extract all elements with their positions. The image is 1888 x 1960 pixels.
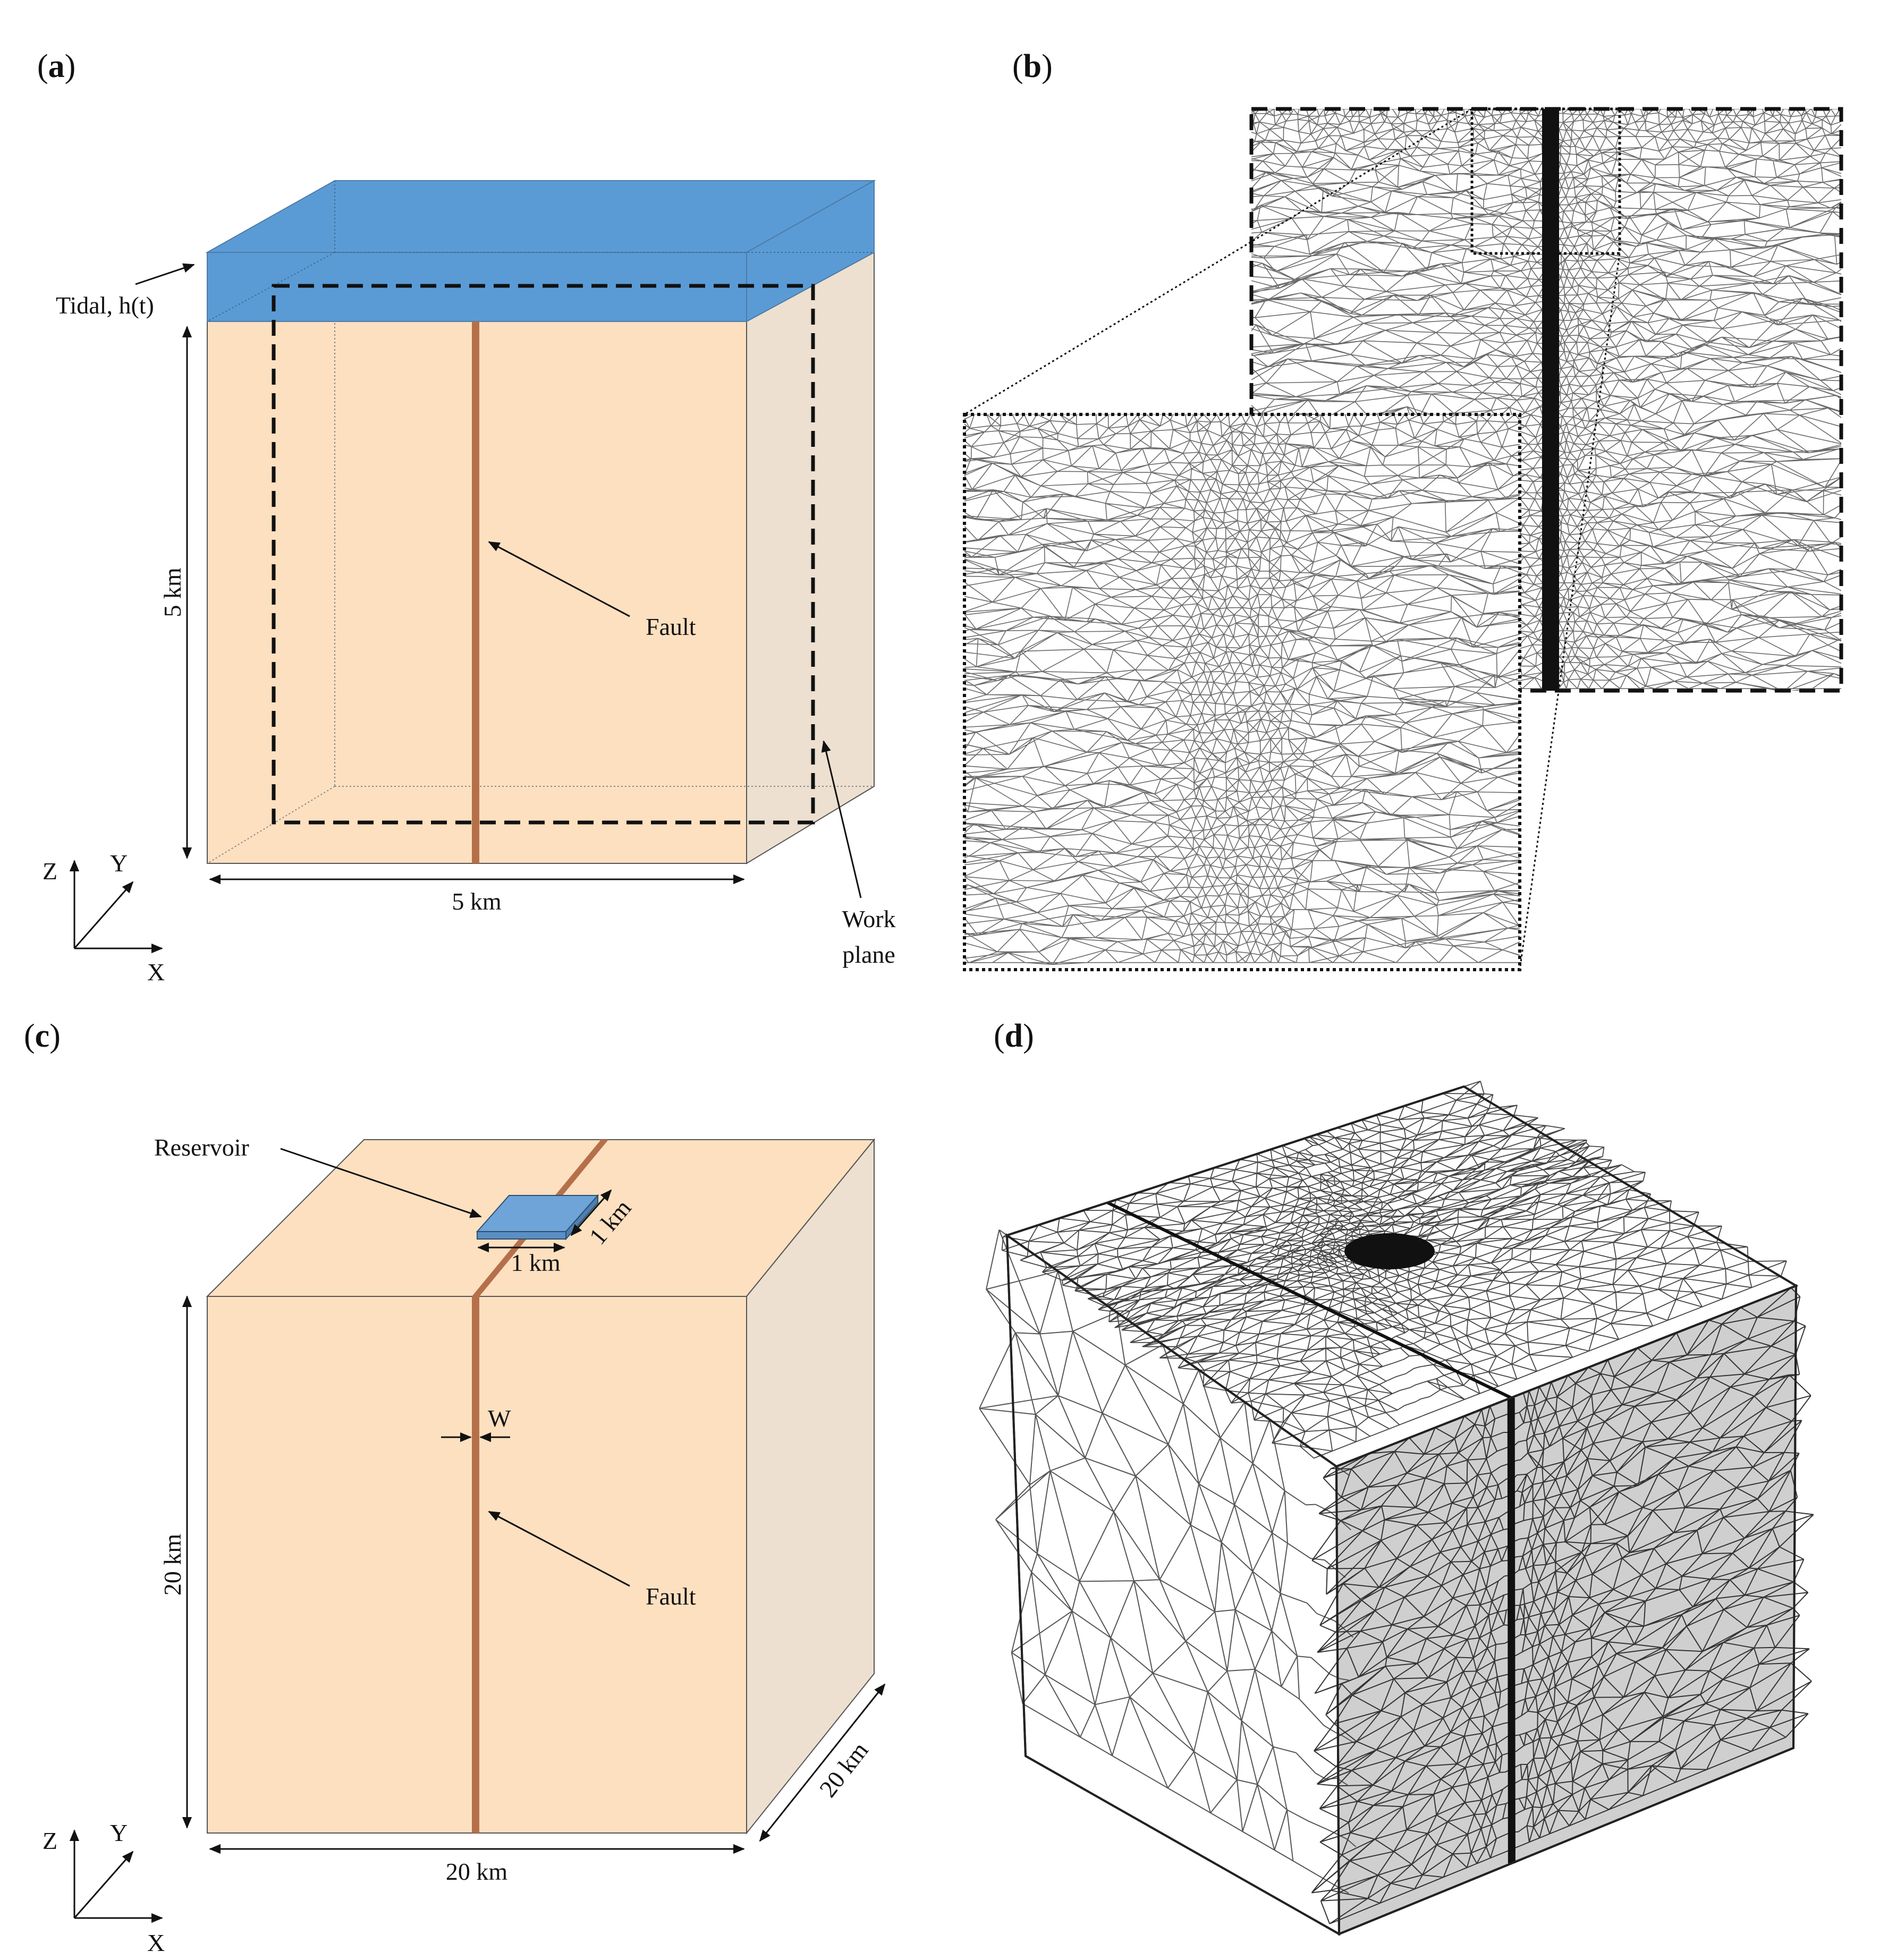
- depth-label-c: 20 km: [814, 1737, 874, 1802]
- depth-dimension-c: [759, 1683, 886, 1842]
- tidal-label: Tidal, h(t): [56, 292, 154, 319]
- width-label-c: 20 km: [446, 1858, 508, 1885]
- zoom-source-box: [1470, 107, 1621, 255]
- axis-x-label-c: X: [147, 1929, 165, 1956]
- block-a-hidden-edges: [207, 252, 874, 864]
- width-label-a: 5 km: [452, 888, 502, 915]
- axis-y-label-a: Y: [110, 850, 128, 877]
- work-plane-outline: [272, 284, 815, 825]
- mesh-cube-d: [979, 1081, 1814, 1936]
- axis-z-label-a: Z: [43, 858, 57, 885]
- mesh-lines: [964, 414, 1520, 965]
- panel-b-label: (b): [1012, 48, 1053, 84]
- axes-triad-c: Z Y X: [43, 1819, 165, 1956]
- axis-y-label-c: Y: [110, 1819, 128, 1846]
- reservoir-width-label: 1 km: [511, 1249, 561, 1276]
- fault-c-front: [472, 1296, 479, 1833]
- reservoir-depth-dimension: [570, 1189, 612, 1236]
- w-label: W: [488, 1405, 511, 1432]
- fault-trace-top-d: [1106, 1201, 1512, 1399]
- work-plane-label-line1: Work: [842, 905, 895, 932]
- fault-trace-d: [1507, 1397, 1516, 1864]
- reservoir-refinement-d: [1344, 1233, 1435, 1269]
- fault-label-c: Fault: [646, 1583, 696, 1610]
- panel-d: (d): [979, 1018, 1814, 1936]
- reservoir-arrow: [280, 1148, 482, 1218]
- zoom-connector-top: [964, 108, 1472, 415]
- work-plane-arrow: [821, 740, 862, 898]
- panel-a: (a) Tidal, h(t) 5 km 5 km: [37, 48, 896, 986]
- cube-outline: [1005, 1085, 1798, 1936]
- fault-arrow-a: [488, 541, 630, 617]
- reservoir-front: [477, 1231, 566, 1240]
- fault-label-a: Fault: [646, 613, 696, 640]
- fault-arrow-c: [488, 1511, 630, 1587]
- fault-a: [472, 321, 479, 863]
- height-label-a: 5 km: [159, 567, 186, 617]
- reservoir-label: Reservoir: [154, 1134, 249, 1161]
- work-plane-label-line2: plane: [842, 941, 895, 968]
- panel-a-label: (a): [37, 48, 75, 84]
- water-hidden-edges: [207, 181, 874, 322]
- block-a-side-face: [746, 251, 875, 864]
- axis-z-label-c: Z: [43, 1827, 57, 1854]
- panel-b: (b): [963, 48, 1843, 971]
- fault-refinement-band-b: [1542, 109, 1559, 691]
- zoom-connector-bottom: [1519, 253, 1621, 970]
- cube-vertical-edge: [1335, 1466, 1340, 1934]
- panel-c: (c) Reservoir 1 km 1 km W Fault 20 km 20: [24, 1018, 886, 1956]
- panel-d-label: (d): [994, 1018, 1034, 1054]
- mesh-b-zoom: [964, 414, 1520, 965]
- axes-triad-a: Z Y X: [43, 850, 165, 986]
- tidal-arrow: [135, 263, 195, 285]
- height-label-c: 20 km: [159, 1534, 186, 1596]
- panel-c-label: (c): [24, 1018, 61, 1054]
- axis-x-label-a: X: [147, 958, 165, 986]
